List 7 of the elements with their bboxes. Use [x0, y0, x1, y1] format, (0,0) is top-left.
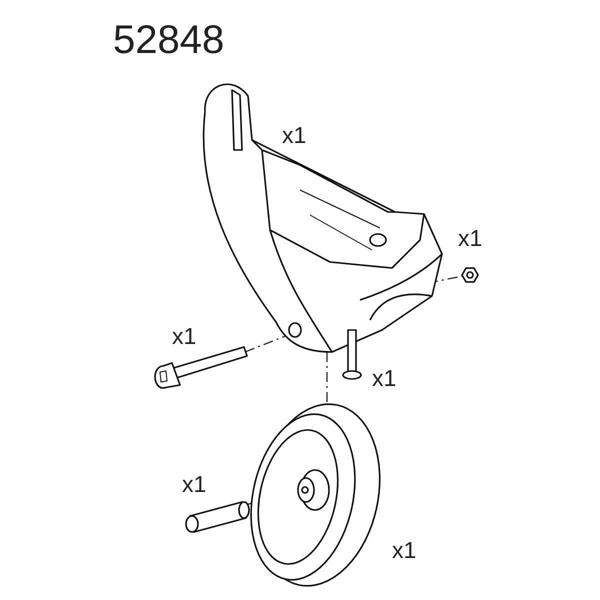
quantity-label: x1 [172, 325, 196, 348]
quantity-label: x1 [392, 539, 416, 562]
part-number: 52848 [113, 20, 224, 60]
quantity-label: x1 [372, 367, 396, 390]
quantity-label: x1 [182, 473, 206, 496]
quantity-label: x1 [458, 227, 482, 250]
quantity-label: x1 [282, 124, 306, 147]
